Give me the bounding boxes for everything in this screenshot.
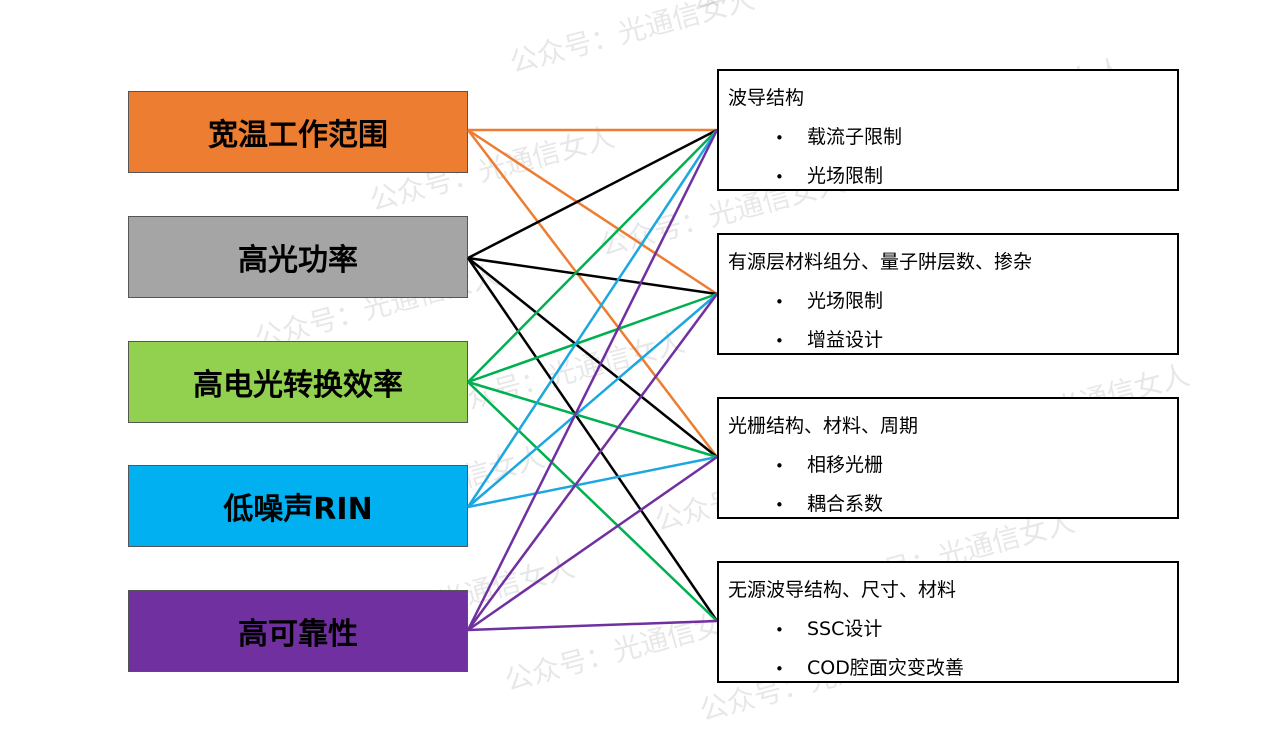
design-heading: 波导结构 — [728, 87, 805, 109]
connector-line — [466, 129, 719, 631]
design-item-label: 载流子限制 — [807, 126, 903, 148]
design-item-label: COD腔面灾变改善 — [807, 657, 964, 679]
connector-line — [467, 381, 718, 622]
design-item-label: 光场限制 — [807, 165, 884, 187]
design-list-item: • 增益设计 — [775, 325, 883, 352]
design-item-label: 增益设计 — [807, 329, 884, 351]
requirement-label: 高可靠性 — [238, 617, 358, 652]
connector-line — [467, 619, 718, 632]
requirement-label: 高电光转换效率 — [193, 368, 403, 403]
design-heading: 无源波导结构、尺寸、材料 — [728, 579, 957, 601]
connector-line — [466, 257, 719, 622]
design-item-label: 光场限制 — [807, 290, 884, 312]
requirement-label: 高光功率 — [238, 243, 358, 278]
design-box-passive-waveguide: 无源波导结构、尺寸、材料 • SSC设计 • COD腔面灾变改善 — [717, 561, 1179, 683]
bullet-icon: • — [775, 332, 784, 350]
connector-line — [467, 256, 718, 296]
connector-line — [466, 129, 719, 508]
requirement-box-wide-temperature: 宽温工作范围 — [128, 91, 468, 173]
connector-line — [467, 455, 718, 632]
design-list-item: • COD腔面灾变改善 — [775, 653, 964, 680]
requirement-label: 低噪声RIN — [223, 492, 373, 527]
bullet-icon: • — [775, 457, 784, 475]
design-list-item: • 相移光栅 — [775, 450, 883, 477]
design-heading: 有源层材料组分、量子阱层数、掺杂 — [728, 251, 1033, 273]
bullet-icon: • — [775, 129, 784, 147]
bullet-icon: • — [775, 660, 784, 678]
design-box-grating: 光栅结构、材料、周期 • 相移光栅 • 耦合系数 — [717, 397, 1179, 519]
connector-line — [467, 257, 718, 458]
design-list-item: • SSC设计 — [775, 614, 882, 641]
connector-line — [467, 129, 718, 458]
design-item-label: 耦合系数 — [807, 493, 884, 515]
design-item-label: 相移光栅 — [807, 454, 884, 476]
design-item-label: SSC设计 — [807, 618, 883, 640]
connector-line — [467, 455, 718, 509]
connector-line — [467, 380, 718, 459]
design-box-waveguide-structure: 波导结构 • 载流子限制 • 光场限制 — [717, 69, 1179, 191]
bullet-icon: • — [775, 293, 784, 311]
requirement-label: 宽温工作范围 — [208, 118, 388, 153]
requirement-box-high-efficiency: 高电光转换效率 — [128, 341, 468, 423]
requirement-box-low-noise-rin: 低噪声RIN — [128, 465, 468, 547]
connector-line — [467, 293, 718, 508]
design-list-item: • 光场限制 — [775, 286, 883, 313]
bullet-icon: • — [775, 496, 784, 514]
requirement-box-high-reliability: 高可靠性 — [128, 590, 468, 672]
design-list-item: • 光场限制 — [775, 161, 883, 188]
connector-line — [467, 128, 718, 296]
connector-line — [467, 128, 718, 260]
bullet-icon: • — [775, 621, 784, 639]
connector-line — [467, 129, 718, 383]
requirement-box-high-power: 高光功率 — [128, 216, 468, 298]
connector-line — [466, 293, 719, 631]
design-list-item: • 载流子限制 — [775, 122, 902, 149]
connector-line — [467, 292, 718, 384]
design-heading: 光栅结构、材料、周期 — [728, 415, 919, 437]
bullet-icon: • — [775, 168, 784, 186]
design-list-item: • 耦合系数 — [775, 489, 883, 516]
design-box-active-layer: 有源层材料组分、量子阱层数、掺杂 • 光场限制 • 增益设计 — [717, 233, 1179, 355]
